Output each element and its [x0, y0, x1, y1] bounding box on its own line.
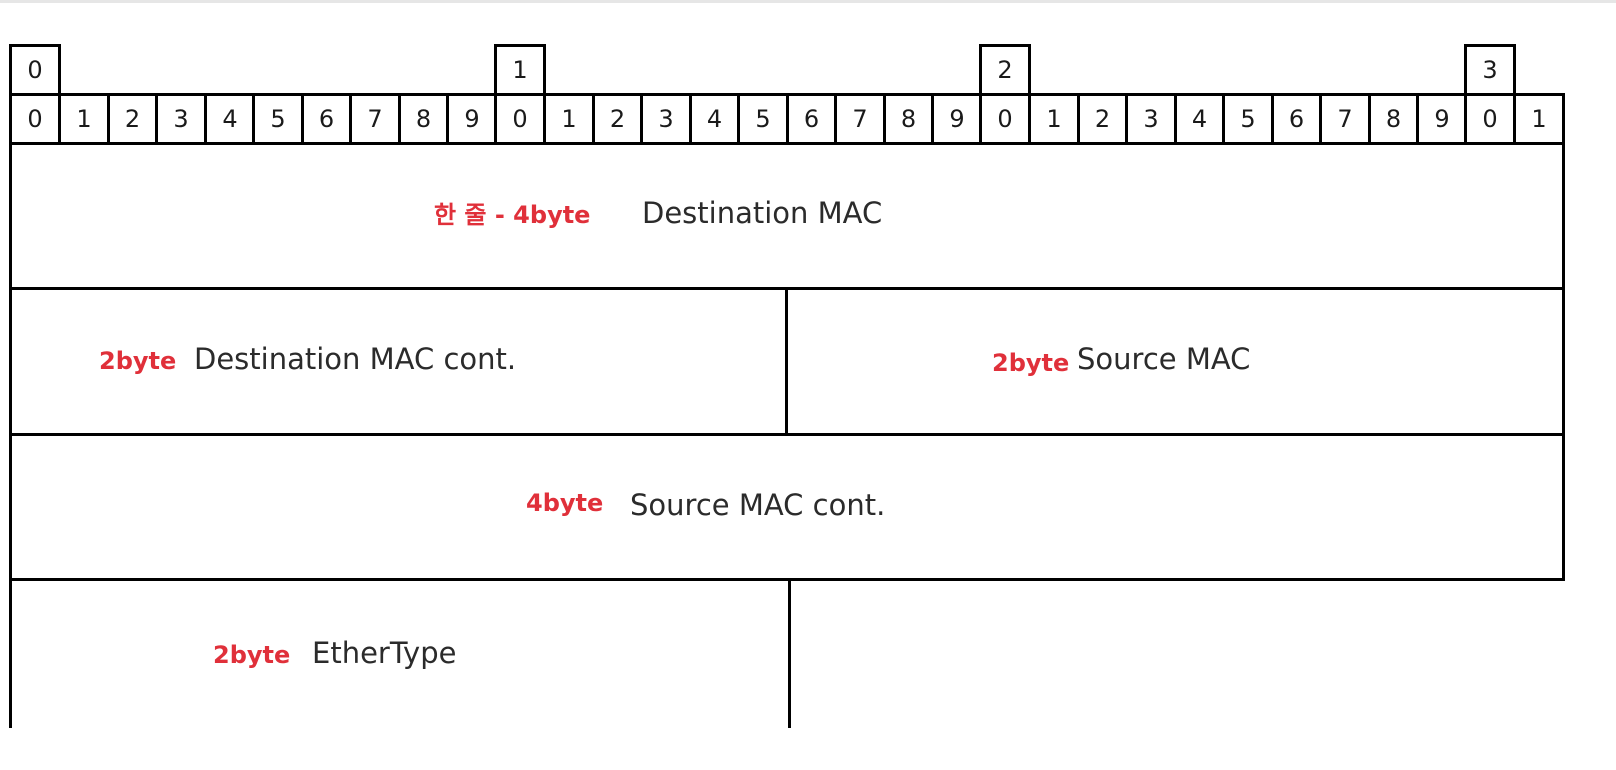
- field-name-label: EtherType: [312, 636, 457, 670]
- bit-unit: 0: [494, 93, 546, 145]
- bit-unit: 8: [1368, 93, 1419, 145]
- bit-unit: 3: [155, 93, 207, 145]
- bit-unit: 6: [786, 93, 837, 145]
- bit-unit: 2: [592, 93, 643, 145]
- bit-unit: 1: [543, 93, 595, 145]
- bit-unit: 0: [9, 93, 61, 145]
- field-name-label: Destination MAC: [642, 196, 883, 230]
- bit-tens-1: 1: [494, 44, 546, 96]
- bit-unit: 5: [252, 93, 304, 145]
- field-source-mac: 2byte Source MAC: [785, 287, 1565, 436]
- bit-unit: 9: [446, 93, 498, 145]
- bit-unit: 8: [883, 93, 934, 145]
- field-destination-mac: 한 줄 - 4byte Destination MAC: [9, 142, 1565, 290]
- bit-unit: 0: [1464, 93, 1516, 145]
- bit-unit: 7: [349, 93, 401, 145]
- bit-tens-0: 0: [9, 44, 61, 96]
- bit-unit: 9: [1416, 93, 1468, 145]
- bit-unit: 1: [1513, 93, 1565, 145]
- bit-unit: 5: [737, 93, 789, 145]
- page-top-divider: [0, 0, 1616, 3]
- field-ethertype: 2byte EtherType: [9, 578, 791, 728]
- bit-unit: 3: [1125, 93, 1177, 145]
- field-size-label: 2byte: [213, 641, 291, 669]
- bit-unit: 1: [58, 93, 110, 145]
- bit-tens-2: 2: [979, 44, 1031, 96]
- field-size-label: 2byte: [99, 347, 177, 375]
- field-name-label: Destination MAC cont.: [194, 342, 517, 376]
- field-size-label: 4byte: [526, 489, 604, 517]
- field-name-label: Source MAC: [1077, 342, 1251, 376]
- bit-unit: 9: [931, 93, 983, 145]
- field-name-label: Source MAC cont.: [630, 488, 886, 522]
- field-destination-mac-cont: 2byte Destination MAC cont.: [9, 287, 791, 436]
- field-size-label: 한 줄 - 4byte: [434, 201, 591, 229]
- bit-unit: 0: [979, 93, 1031, 145]
- bit-unit: 6: [1271, 93, 1322, 145]
- bit-tens-3: 3: [1464, 44, 1516, 96]
- field-source-mac-cont: 4byte Source MAC cont.: [9, 433, 1565, 581]
- bit-unit: 3: [640, 93, 692, 145]
- field-size-label: 2byte: [992, 349, 1070, 377]
- bit-unit: 2: [107, 93, 158, 145]
- bit-unit: 8: [398, 93, 449, 145]
- bit-unit: 1: [1028, 93, 1080, 145]
- bit-unit: 7: [1319, 93, 1371, 145]
- bit-unit: 2: [1077, 93, 1128, 145]
- bit-unit: 7: [834, 93, 886, 145]
- bit-unit: 6: [301, 93, 352, 145]
- bit-unit: 4: [1174, 93, 1225, 145]
- bit-unit: 5: [1222, 93, 1274, 145]
- bit-unit: 4: [689, 93, 740, 145]
- bit-unit: 4: [204, 93, 256, 145]
